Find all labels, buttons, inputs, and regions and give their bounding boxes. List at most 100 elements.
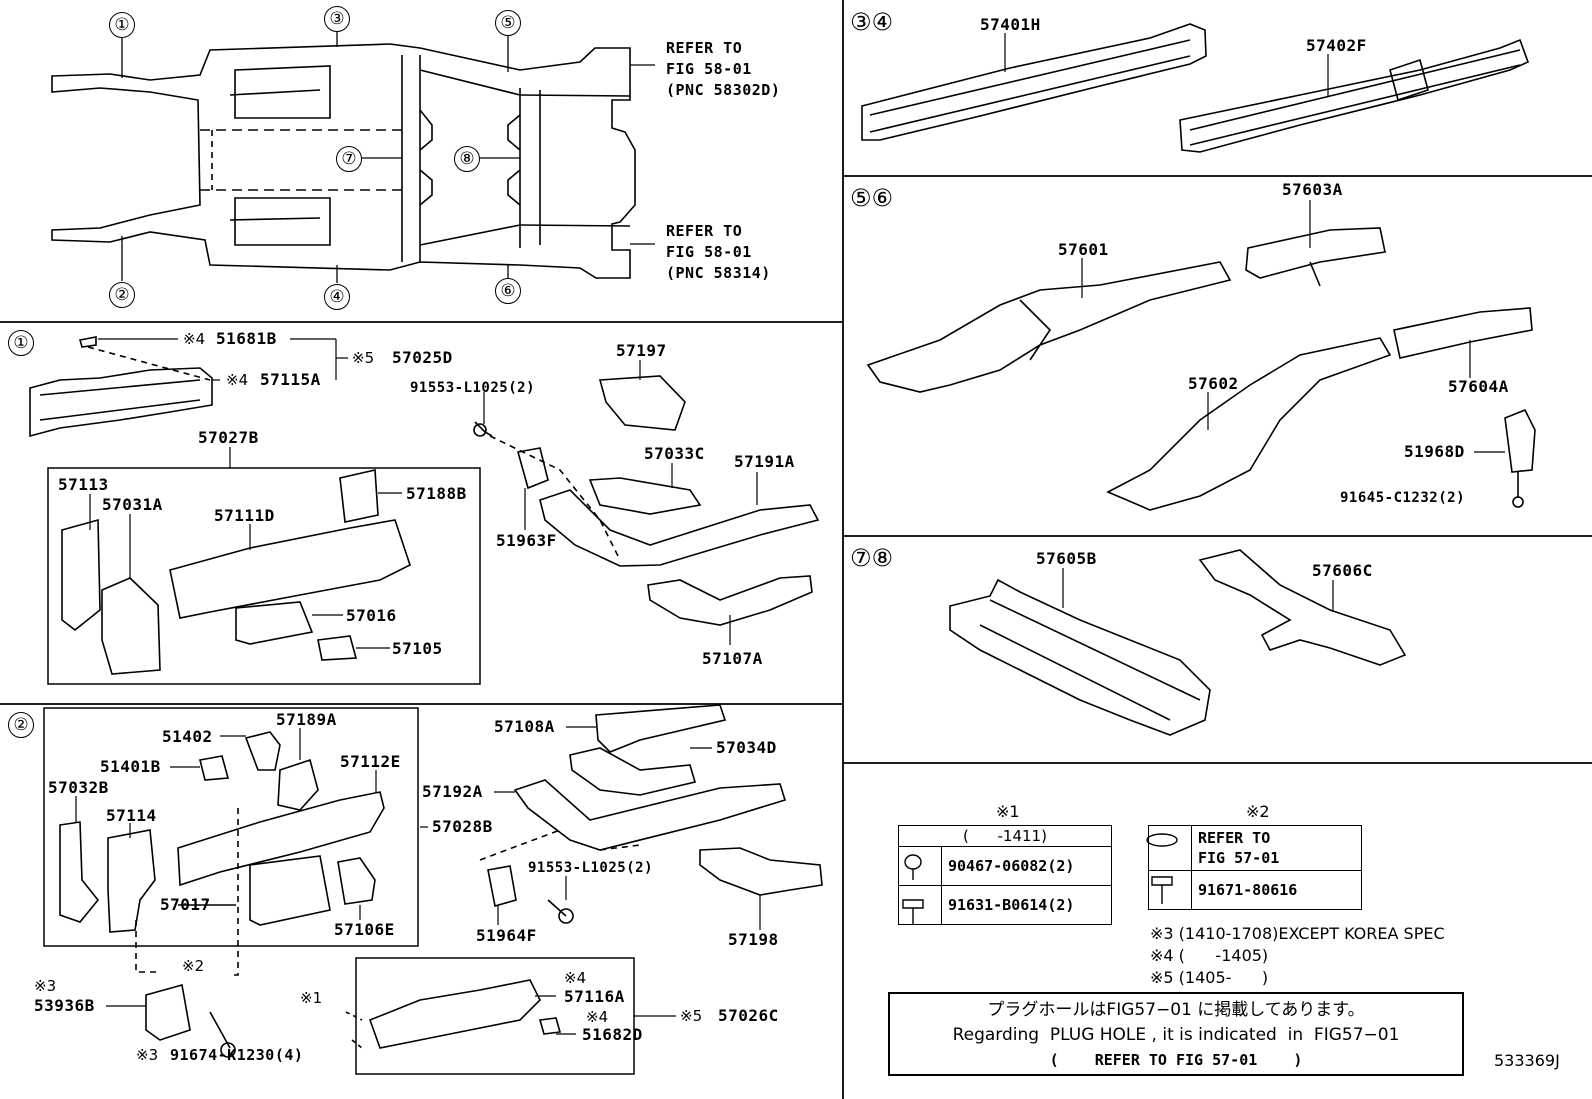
part-51401B[interactable]: 51401B <box>100 757 161 776</box>
part-57112E[interactable]: 57112E <box>340 752 401 771</box>
part-51682D[interactable]: 51682D <box>582 1025 643 1044</box>
legend2-icon-cell-2 <box>1148 870 1192 910</box>
part-51968D[interactable]: 51968D <box>1404 442 1465 461</box>
refer-bottom-line2: FIG 58-01 <box>666 243 752 261</box>
section-56-header: ⑤⑥ <box>850 184 894 212</box>
part-57116A[interactable]: 57116A <box>564 987 625 1006</box>
refer-top-line1: REFER TO <box>666 39 743 57</box>
part-57189A[interactable]: 57189A <box>276 710 337 729</box>
part-51681B[interactable]: 51681B <box>216 329 277 348</box>
part-91674-K1230[interactable]: 91674-K1230(4) <box>170 1046 304 1064</box>
part-57197[interactable]: 57197 <box>616 341 667 360</box>
part-57026C[interactable]: 57026C <box>718 1006 779 1025</box>
part-57115A[interactable]: 57115A <box>260 370 321 389</box>
overview-callout-6: ⑥ <box>495 278 521 304</box>
s2-mark-4b: ※4 <box>586 1008 609 1026</box>
part-57107A[interactable]: 57107A <box>702 649 763 668</box>
note-5: ※5 (1405- ) <box>1150 968 1269 987</box>
part-57401H[interactable]: 57401H <box>980 15 1041 34</box>
part-57108A[interactable]: 57108A <box>494 717 555 736</box>
part-51402[interactable]: 51402 <box>162 727 213 746</box>
section-78-header: ⑦⑧ <box>850 544 894 572</box>
legend2-row1-line1: REFER TO <box>1198 829 1271 847</box>
part-57191A[interactable]: 57191A <box>734 452 795 471</box>
part-57025D[interactable]: 57025D <box>392 348 453 367</box>
part-51964F[interactable]: 51964F <box>476 926 537 945</box>
part-57192A[interactable]: 57192A <box>422 782 483 801</box>
part-57034D[interactable]: 57034D <box>716 738 777 757</box>
part-57033C[interactable]: 57033C <box>644 444 705 463</box>
part-57188B[interactable]: 57188B <box>406 484 467 503</box>
part-57603A[interactable]: 57603A <box>1282 180 1343 199</box>
s2-mark-5: ※5 <box>680 1007 703 1025</box>
section56-parts <box>866 227 1536 511</box>
part-91645-C1232[interactable]: 91645-C1232(2) <box>1340 490 1466 506</box>
section34-leaders <box>1004 33 1329 96</box>
part-53936B[interactable]: 53936B <box>34 996 95 1015</box>
overview-callout-2: ② <box>109 282 135 308</box>
legend1-mark: ※1 <box>996 802 1020 821</box>
part-57016[interactable]: 57016 <box>346 606 397 625</box>
plug-hole-note-en: Regarding PLUG HOLE , it is indicated in… <box>952 1025 1400 1045</box>
refer-bottom-line1: REFER TO <box>666 222 743 240</box>
section56-leaders <box>1081 200 1505 453</box>
plug-hole-note-jp: プラグホールはFIG57−01 に掲載してあります。 <box>987 1000 1365 1020</box>
part-57113[interactable]: 57113 <box>58 475 109 494</box>
part-57606C[interactable]: 57606C <box>1312 561 1373 580</box>
section1-leaders <box>89 338 758 649</box>
s2-mark-3a: ※3 <box>34 977 57 995</box>
overview-callout-4: ④ <box>324 284 350 310</box>
legend1-header: ( -1411) <box>898 825 1112 847</box>
s1-mark-4b: ※4 <box>226 371 249 389</box>
overview-callout-5: ⑤ <box>495 10 521 36</box>
refer-top-line3: (PNC 58302D) <box>666 81 781 99</box>
legend2-row1-line2: FIG 57-01 <box>1198 849 1280 867</box>
overview-callout-7: ⑦ <box>336 146 362 172</box>
part-57602[interactable]: 57602 <box>1188 374 1239 393</box>
legend2-row2: 91671-80616 <box>1191 870 1362 910</box>
overview-refer-top: REFER TO FIG 58-01 (PNC 58302D) <box>666 38 780 101</box>
overview-callout-3: ③ <box>324 6 350 32</box>
part-91553-L1025-a[interactable]: 91553-L1025(2) <box>410 380 536 396</box>
part-57111D[interactable]: 57111D <box>214 506 275 525</box>
part-57105[interactable]: 57105 <box>392 639 443 658</box>
refer-top-line2: FIG 58-01 <box>666 60 752 78</box>
plug-hole-note-refer: ( REFER TO FIG 57-01 ) <box>1049 1051 1303 1069</box>
part-57031A[interactable]: 57031A <box>102 495 163 514</box>
legend1-row2: 91631-B0614(2) <box>941 885 1112 925</box>
s2-mark-3b: ※3 <box>136 1046 159 1064</box>
part-57114[interactable]: 57114 <box>106 806 157 825</box>
section34-parts <box>861 23 1530 153</box>
legend2-table: REFER TO FIG 57-01 91671-80616 <box>1148 825 1362 910</box>
section1-parts <box>29 336 820 685</box>
part-57028B[interactable]: 57028B <box>432 817 493 836</box>
overview-leaders <box>121 30 655 283</box>
s2-mark-2: ※2 <box>182 957 205 975</box>
legend2-row1: REFER TO FIG 57-01 <box>1191 825 1362 871</box>
section78-parts <box>949 549 1407 736</box>
part-57605B[interactable]: 57605B <box>1036 549 1097 568</box>
s1-mark-4a: ※4 <box>183 330 206 348</box>
legend2-mark: ※2 <box>1246 802 1270 821</box>
note-3: ※3 (1410-1708)EXCEPT KOREA SPEC <box>1150 924 1445 943</box>
part-57017[interactable]: 57017 <box>160 895 211 914</box>
part-57027B[interactable]: 57027B <box>198 428 259 447</box>
section-1-header: ① <box>8 330 34 356</box>
part-57198[interactable]: 57198 <box>728 930 779 949</box>
part-51963F[interactable]: 51963F <box>496 531 557 550</box>
part-57106E[interactable]: 57106E <box>334 920 395 939</box>
part-57604A[interactable]: 57604A <box>1448 377 1509 396</box>
legend1-row1: 90467-06082(2) <box>941 846 1112 886</box>
part-57032B[interactable]: 57032B <box>48 778 109 797</box>
section78-leaders <box>1062 568 1334 612</box>
s2-mark-4a: ※4 <box>564 969 587 987</box>
part-57601[interactable]: 57601 <box>1058 240 1109 259</box>
section2-leaders <box>75 726 761 1035</box>
figure-id: 533369J <box>1494 1051 1560 1070</box>
overview-callout-1: ① <box>109 12 135 38</box>
part-57402F[interactable]: 57402F <box>1306 36 1367 55</box>
part-91553-L1025-b[interactable]: 91553-L1025(2) <box>528 860 654 876</box>
